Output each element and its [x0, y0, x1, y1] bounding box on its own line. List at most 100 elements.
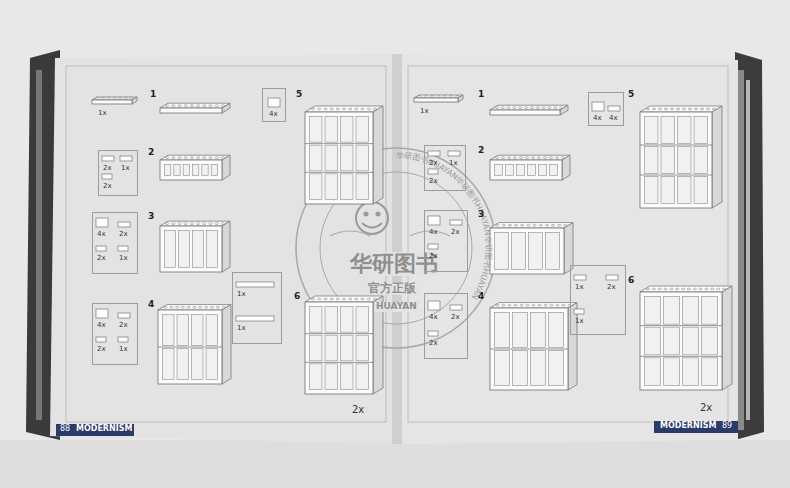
quantity-label: 2x [700, 402, 712, 413]
callout-number: 5 [296, 90, 302, 100]
part-icon [118, 222, 130, 227]
wall-side [562, 155, 570, 180]
wall-top [490, 105, 568, 110]
window-frame [183, 165, 189, 176]
wall-side [712, 106, 722, 208]
left-page [50, 54, 396, 444]
window-frame [528, 165, 536, 176]
stud [495, 157, 499, 159]
part-icon [120, 156, 132, 161]
stud [196, 105, 200, 107]
window-frame [683, 297, 699, 325]
stud [519, 157, 523, 159]
stud [508, 304, 512, 306]
stud [508, 224, 512, 226]
window-frame [678, 147, 692, 174]
quantity-label: 1x [237, 291, 246, 299]
stud [524, 107, 528, 109]
wall-side [564, 223, 573, 274]
window-frame [495, 165, 503, 176]
window-frame [163, 349, 175, 380]
callout-number: 3 [478, 210, 484, 220]
part-icon [574, 275, 586, 280]
wall-top [160, 103, 230, 108]
stud [164, 306, 168, 308]
wall-front [640, 292, 722, 390]
part-callout-box: 4x2x2x1x [92, 303, 138, 365]
quantity-label: 4x [593, 115, 602, 123]
part-callout-box: 4x2x2x [424, 293, 468, 359]
stud [216, 306, 220, 308]
window-frame [341, 145, 354, 171]
stud [495, 107, 499, 109]
window-frame [163, 315, 175, 346]
stud [456, 96, 460, 98]
wall-top [92, 97, 137, 100]
stud [373, 298, 377, 300]
window-frame [702, 358, 718, 386]
stud [681, 288, 685, 290]
window-frame [193, 231, 204, 268]
part-icon [428, 331, 438, 336]
stud [564, 224, 568, 226]
stud [184, 105, 188, 107]
wall-top [305, 106, 383, 112]
stud [530, 107, 534, 109]
stud [664, 108, 668, 110]
stud [705, 288, 709, 290]
wall-front [160, 226, 222, 272]
stud [706, 108, 710, 110]
plate-line [305, 172, 373, 173]
stud [711, 288, 715, 290]
stud [215, 223, 219, 225]
part-icon [574, 309, 584, 314]
stud [196, 223, 200, 225]
quantity-label: 1x [575, 284, 584, 292]
stud [165, 105, 169, 107]
stud [190, 157, 194, 159]
window-frame [165, 231, 176, 268]
window-frame [661, 177, 675, 204]
window-frame [325, 307, 338, 333]
window-frame [546, 233, 560, 270]
stud [527, 224, 531, 226]
part-icon [428, 244, 438, 249]
window-frame [495, 313, 510, 348]
stud [118, 98, 122, 100]
stud [190, 223, 194, 225]
stud [203, 105, 207, 107]
stud [355, 108, 359, 110]
stud [209, 105, 213, 107]
watermark: 官方正版 [366, 282, 418, 295]
quantity-label: 1x [420, 108, 429, 116]
stud [675, 288, 679, 290]
stud [496, 224, 500, 226]
stud [545, 224, 549, 226]
window-frame [341, 364, 354, 390]
wall-front [160, 108, 222, 113]
quantity-label: 2x [103, 165, 112, 173]
quantity-label: 2x [451, 314, 460, 322]
stud [324, 298, 328, 300]
quantity-label: 2x [429, 340, 438, 348]
stud [557, 224, 561, 226]
wall-front [92, 100, 132, 104]
part-icon [268, 98, 280, 107]
stud [548, 107, 552, 109]
stud [699, 288, 703, 290]
part-icon [96, 218, 108, 227]
stud [130, 98, 134, 100]
stud [172, 157, 176, 159]
wall-top [490, 155, 570, 160]
stud [559, 107, 563, 109]
window-frame [694, 117, 708, 144]
wall-top [305, 296, 383, 302]
quantity-label: 1x [121, 165, 130, 173]
quantity-label: 1x [575, 318, 584, 326]
stud [361, 108, 365, 110]
part-icon [450, 220, 462, 225]
plate-line [640, 356, 722, 357]
stud [178, 105, 182, 107]
watermark-ring-text: 华研图书HUAYAN华研图书HUAYAN华研图书HUAYAN [396, 151, 493, 301]
window-frame [645, 117, 659, 144]
